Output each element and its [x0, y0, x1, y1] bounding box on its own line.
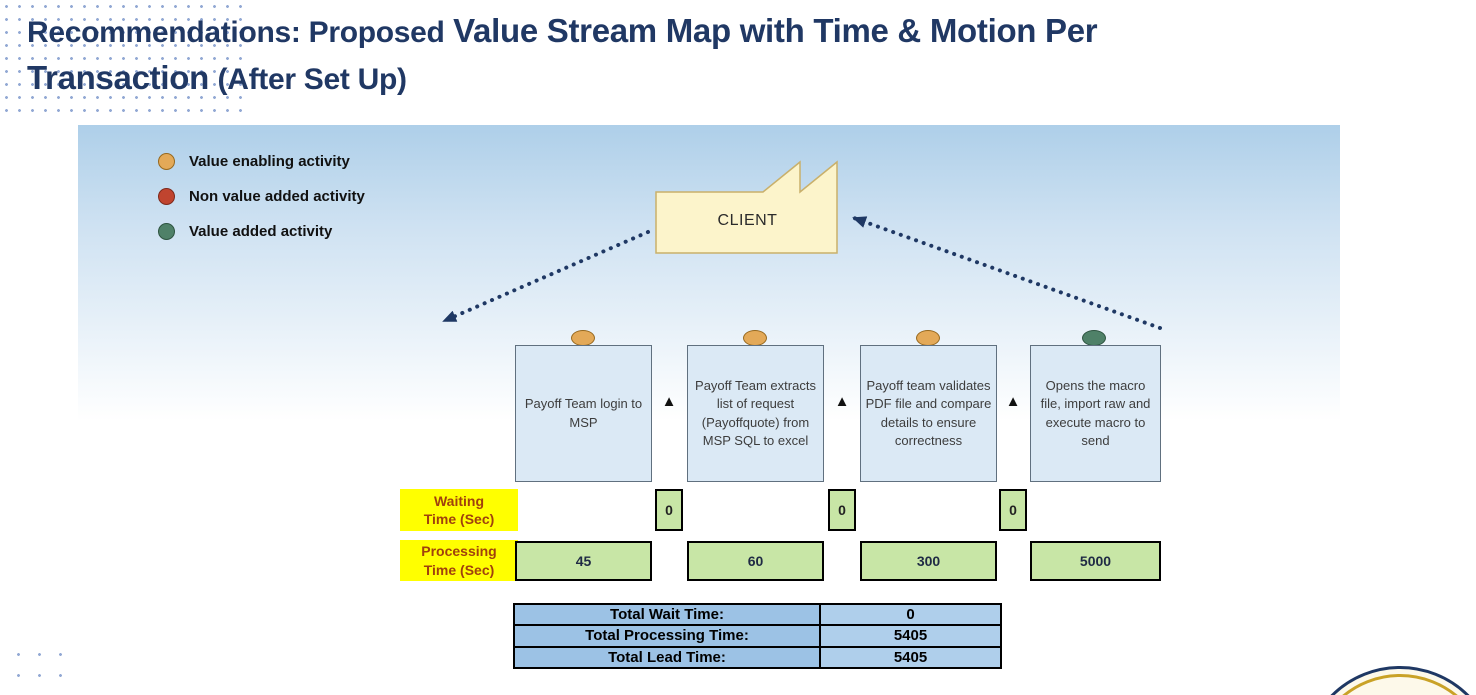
- flow-triangle-icon: ▲: [834, 393, 850, 410]
- decorative-dots-bottom: [8, 644, 86, 688]
- title-text-large: Value Stream Map with Time & Motion Per: [453, 12, 1098, 49]
- arrow-client-to-process: [442, 230, 650, 323]
- decorative-dots-top: [0, 0, 252, 118]
- legend-item: Non value added activity: [158, 186, 365, 206]
- flow-triangle-icon: ▲: [661, 393, 677, 410]
- legend-item: Value added activity: [158, 221, 365, 241]
- vsm-diagram: Value enabling activity Non value added …: [78, 125, 1340, 695]
- process-step-text: Payoff Team extracts list of request (Pa…: [695, 378, 816, 448]
- totals-row-value: 0: [821, 605, 1000, 625]
- waiting-time-value: 0: [999, 489, 1027, 531]
- process-step-box: Payoff Team extracts list of request (Pa…: [687, 345, 824, 482]
- processing-time-value: 5000: [1030, 541, 1161, 581]
- client-label: CLIENT: [717, 212, 778, 229]
- title-text-regular: Recommendations: Proposed: [27, 16, 445, 49]
- process-step-text: Opens the macro file, import raw and exe…: [1040, 378, 1151, 448]
- activity-marker-value-added: [1082, 330, 1106, 346]
- value-enabling-activity-icon: [158, 152, 175, 170]
- factory-icon: [655, 160, 838, 254]
- waiting-time-label-line2: Time (Sec): [423, 511, 495, 527]
- waiting-time-value: 0: [828, 489, 856, 531]
- legend: Value enabling activity Non value added …: [158, 151, 365, 256]
- activity-marker-value-enabling: [916, 330, 940, 346]
- page-title: Recommendations: Proposed Value Stream M…: [27, 8, 1457, 102]
- waiting-time-value: 0: [655, 489, 683, 531]
- totals-row-label: Total Wait Time:: [515, 605, 819, 625]
- title-text-regular: (After Set Up): [217, 62, 407, 96]
- processing-time-value: 60: [687, 541, 824, 581]
- process-step-box: Opens the macro file, import raw and exe…: [1030, 345, 1161, 482]
- process-step-box: Payoff Team login to MSP: [515, 345, 652, 482]
- processing-time-label-line1: Processing: [421, 543, 497, 560]
- non-value-added-activity-icon: [158, 187, 175, 205]
- flow-triangle-icon: ▲: [1005, 393, 1021, 410]
- processing-time-value: 45: [515, 541, 652, 581]
- arrow-process-to-client: [852, 216, 1162, 330]
- process-step-text: Payoff team validates PDF file and compa…: [865, 378, 992, 448]
- legend-label: Value added activity: [189, 222, 333, 240]
- totals-row-label: Total Processing Time:: [515, 626, 819, 646]
- processing-time-label: Processing Time (Sec): [400, 540, 518, 581]
- client-factory: CLIENT: [655, 158, 840, 255]
- process-step-box: Payoff team validates PDF file and compa…: [860, 345, 997, 482]
- process-step-text: Payoff Team login to MSP: [524, 396, 643, 430]
- legend-label: Value enabling activity: [189, 152, 350, 170]
- totals-row-label: Total Lead Time:: [515, 647, 819, 667]
- processing-time-label-line2: Time (Sec): [423, 561, 495, 578]
- legend-item: Value enabling activity: [158, 151, 365, 171]
- waiting-time-label: Waiting Time (Sec): [400, 489, 518, 531]
- processing-time-value: 300: [860, 541, 997, 581]
- totals-row-value: 5405: [821, 647, 1000, 667]
- legend-label: Non value added activity: [189, 187, 365, 205]
- totals-row-value: 5405: [821, 626, 1000, 646]
- totals-table: Total Wait Time: 0 Total Processing Time…: [513, 603, 1002, 669]
- value-added-activity-icon: [158, 222, 175, 240]
- activity-marker-value-enabling: [571, 330, 595, 346]
- title-text-large: Transaction: [27, 58, 209, 96]
- waiting-time-label-line1: Waiting: [433, 492, 485, 509]
- activity-marker-value-enabling: [743, 330, 767, 346]
